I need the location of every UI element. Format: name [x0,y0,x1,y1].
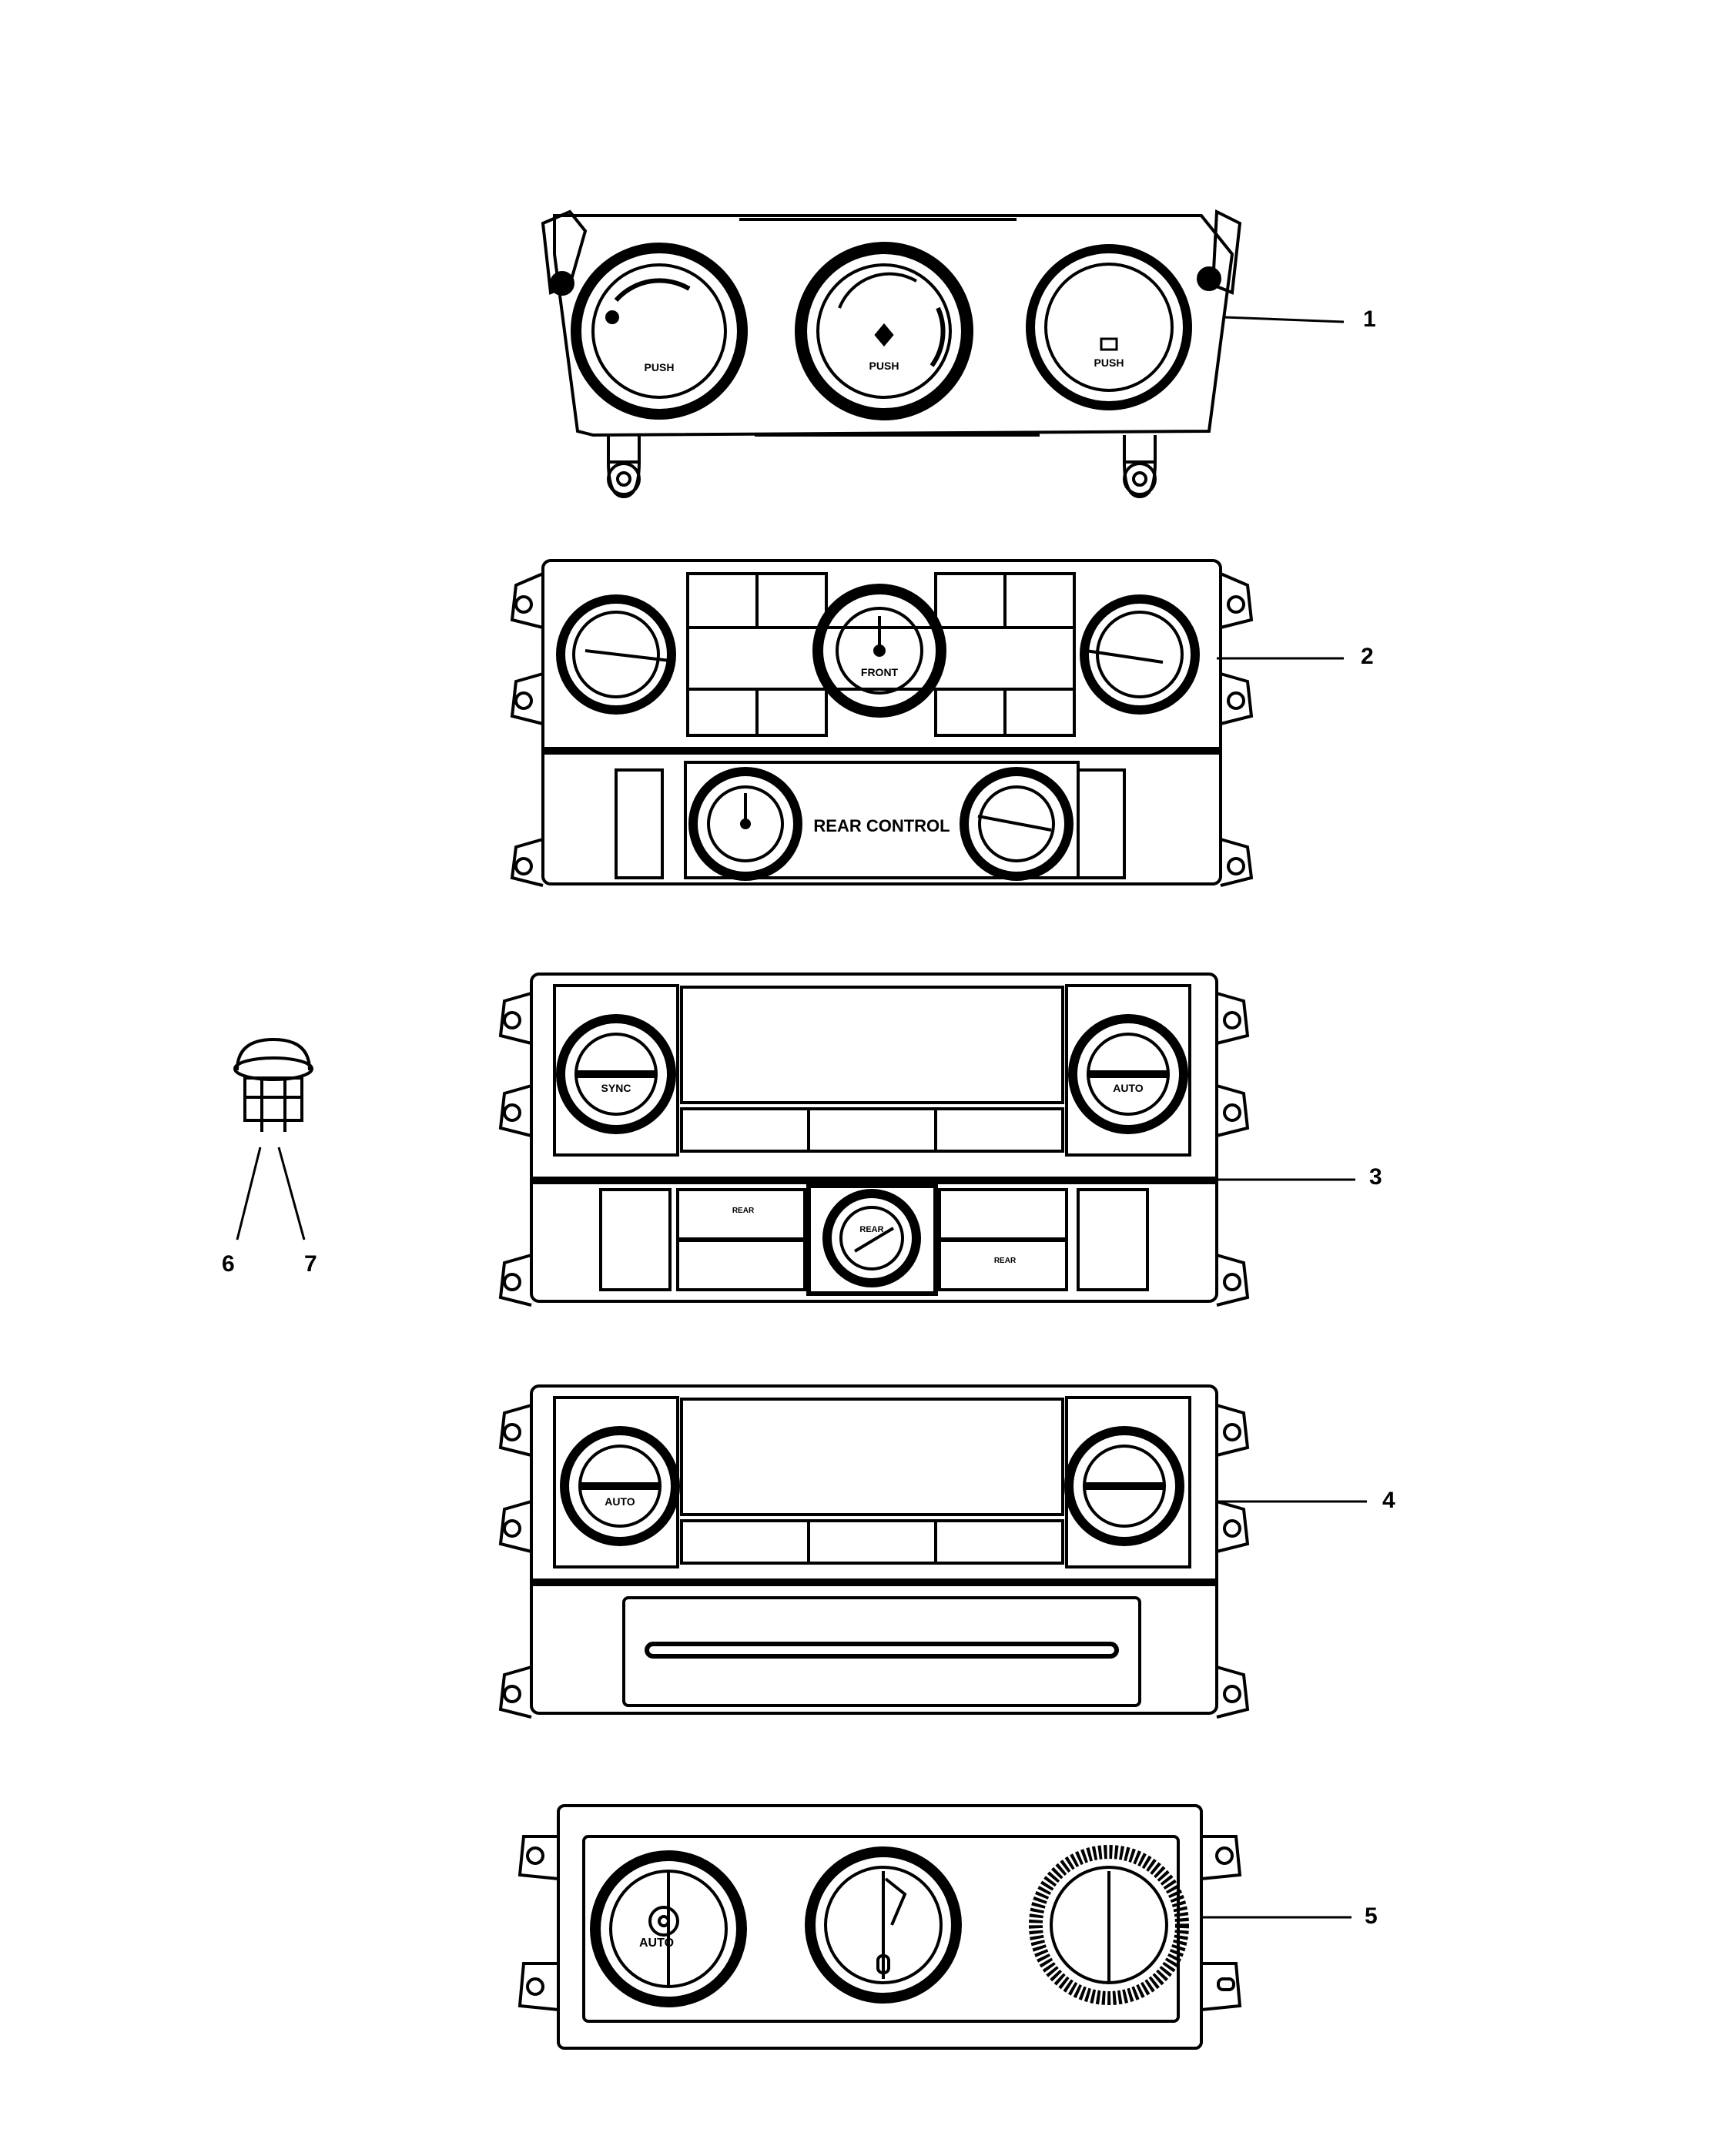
unit-3-display [680,986,1064,1104]
unit-1-knob-right-label: PUSH [1094,357,1124,369]
unit-3-rear-right-label: REAR [994,1257,1017,1265]
callout-1: 1 [1363,306,1376,332]
unit-6-7-sensor [233,1037,313,1240]
unit-3-rear-knob-label: REAR [859,1225,883,1234]
unit-4-control-panel: AUTO [498,1384,1367,1719]
unit-1-knob-center-label: PUSH [869,360,899,372]
unit-1-knob-right: PUSH [1026,244,1192,410]
callout-7: 7 [304,1251,317,1277]
unit-2-knob-left [556,594,676,715]
unit-4-display [680,1398,1064,1516]
unit-5-knob-left: AUTO [590,1850,747,2007]
unit-3-left-knob-label: SYNC [601,1082,631,1094]
unit-1-knob-left-label: PUSH [645,361,675,373]
unit-3-rear-knob: REAR [822,1189,921,1287]
unit-3-knob-left: SYNC [556,1014,676,1134]
unit-1-knob-left: PUSH [571,243,748,420]
unit-2-rear-knob-left [688,767,802,881]
unit-1-knob-center: PUSH [795,242,973,420]
unit-3-control-panel: SYNC AUTO REAR REAR REAR [498,973,1355,1307]
unit-1-control-panel: PUSH PUSH PUSH [541,209,1345,499]
unit-5-control-panel: AUTO [518,1804,1352,2050]
unit-2-control-panel: FRONT REAR CONTROL [510,559,1344,887]
unit-3-rear-left-label: REAR [732,1207,755,1215]
unit-2-rear-knob-right [960,767,1074,881]
unit-2-knob-front: FRONT [812,584,946,718]
unit-2-knob-right [1080,594,1200,715]
unit-2-rear-control-label: REAR CONTROL [813,816,950,835]
unit-3-knob-right: AUTO [1068,1014,1188,1134]
unit-5-knob-right [1029,1845,1189,2005]
callout-6: 6 [222,1251,235,1277]
callout-5: 5 [1365,1903,1378,1929]
unit-5-left-knob-label: AUTO [639,1937,674,1950]
unit-4-knob-right [1064,1426,1184,1546]
unit-3-right-knob-label: AUTO [1113,1082,1144,1094]
callout-3: 3 [1369,1164,1382,1190]
unit-5-knob-center [805,1846,962,2004]
unit-4-cd-slot-panel [622,1596,1141,1707]
unit-4-knob-left: AUTO [560,1426,680,1546]
unit-2-front-knob-label: FRONT [861,666,899,678]
callout-4: 4 [1382,1488,1395,1513]
callout-2: 2 [1361,644,1374,669]
unit-4-left-knob-label: AUTO [605,1495,635,1508]
